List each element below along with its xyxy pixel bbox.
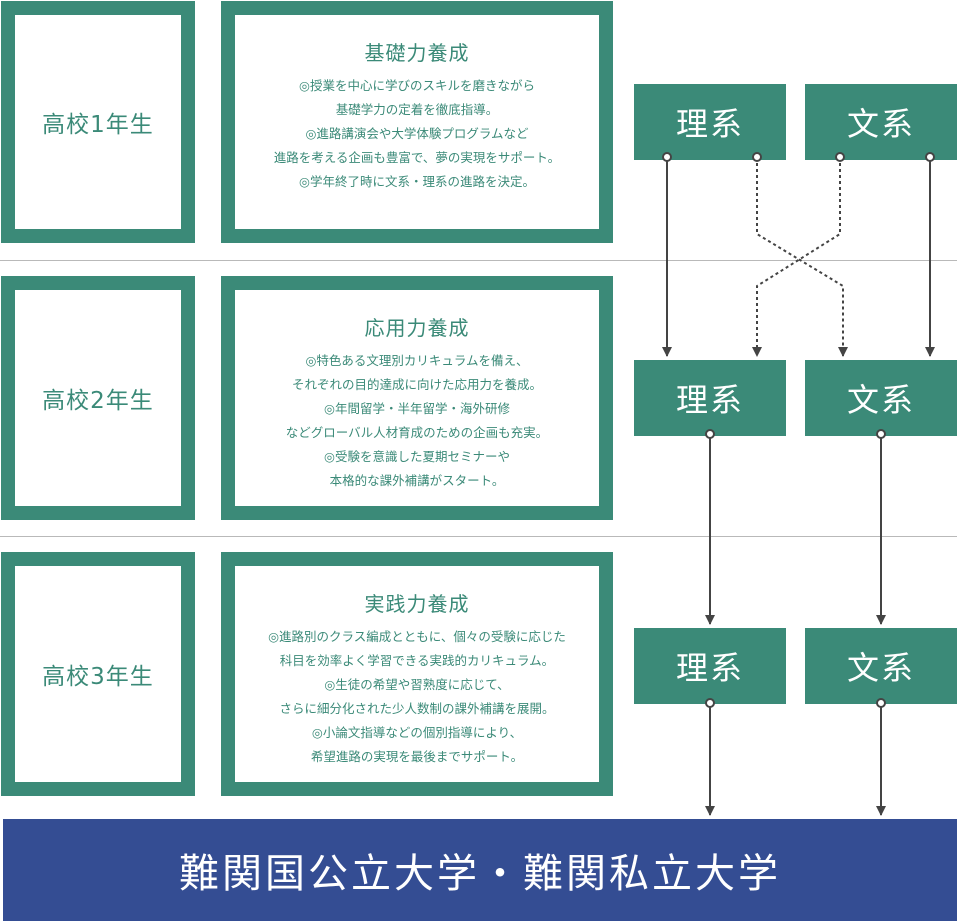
arrow-science-1-to-2: [662, 152, 672, 357]
description-line: ◎学年終了時に文系・理系の進路を決定。: [299, 174, 535, 189]
science-track-label: 理系: [675, 105, 744, 143]
arrow-humanities-to-goal: [876, 698, 886, 816]
description-line: ◎進路講演会や大学体験プログラムなど: [305, 126, 529, 141]
description-line: 希望進路の実現を最後までサポート。: [310, 749, 524, 764]
humanities-track-1: 文系: [805, 84, 957, 160]
description-line: ◎受験を意識した夏期セミナーや: [324, 449, 510, 464]
arrow-humanities-to-science-dotted: [752, 152, 845, 357]
description-line: ◎進路別のクラス編成とともに、個々の受験に応じた: [268, 629, 566, 644]
description-line: 科目を効率よく学習できる実践的カリキュラム。: [279, 653, 555, 668]
arrow-humanities-2-to-3: [876, 429, 886, 625]
arrow-science-2-to-3: [705, 429, 715, 625]
description-box-2: 応用力養成 ◎特色ある文理別カリキュラムを備え、 それぞれの目的達成に向けた応用…: [221, 276, 613, 520]
science-track-3: 理系: [634, 628, 786, 704]
arrow-humanities-1-to-2: [925, 152, 935, 357]
science-track-1: 理系: [634, 84, 786, 160]
science-track-2: 理系: [634, 360, 786, 436]
description-title: 実践力養成: [364, 592, 470, 616]
description-line: ◎小論文指導などの個別指導により、: [311, 725, 523, 740]
description-line: ◎生徒の希望や習熟度に応じて、: [324, 677, 510, 692]
humanities-track-label: 文系: [846, 105, 915, 143]
description-line: さらに細分化された少人数制の課外補講を展開。: [279, 701, 555, 716]
humanities-track-2: 文系: [805, 360, 957, 436]
year-box-1: 高校1年生: [1, 1, 195, 243]
year-label: 高校1年生: [42, 112, 154, 138]
year-label: 高校2年生: [42, 388, 154, 414]
description-line: ◎特色ある文理別カリキュラムを備え、: [305, 353, 529, 368]
description-line: ◎年間留学・半年留学・海外研修: [324, 401, 510, 416]
description-box-1: 基礎力養成 ◎授業を中心に学びのスキルを磨きながら 基礎学力の定着を徹底指導。 …: [221, 1, 613, 243]
arrow-science-to-goal: [705, 698, 715, 816]
description-box-3: 実践力養成 ◎進路別のクラス編成とともに、個々の受験に応じた 科目を効率よく学習…: [221, 552, 613, 796]
humanities-track-3: 文系: [805, 628, 957, 704]
description-title: 基礎力養成: [364, 41, 470, 65]
goal-text: 難関国公立大学・難関私立大学: [179, 851, 781, 897]
science-track-label: 理系: [675, 381, 744, 419]
divider-2: [0, 536, 957, 537]
description-line: 本格的な課外補講がスタート。: [329, 473, 505, 488]
year-label: 高校3年生: [42, 664, 154, 690]
description-text: ◎進路別のクラス編成とともに、個々の受験に応じた 科目を効率よく学習できる実践的…: [268, 625, 566, 769]
description-line: 基礎学力の定着を徹底指導。: [335, 102, 499, 117]
year-box-3: 高校3年生: [1, 552, 195, 796]
science-track-label: 理系: [675, 649, 744, 687]
humanities-track-label: 文系: [846, 381, 915, 419]
description-title: 応用力養成: [364, 316, 470, 340]
goal-banner: 難関国公立大学・難関私立大学: [3, 819, 957, 921]
arrow-science-to-humanities-dotted: [752, 152, 848, 357]
description-line: 進路を考える企画も豊富で、夢の実現をサポート。: [273, 150, 561, 165]
description-text: ◎特色ある文理別カリキュラムを備え、 それぞれの目的達成に向けた応用力を養成。 …: [286, 349, 548, 493]
year-box-2: 高校2年生: [1, 276, 195, 520]
description-text: ◎授業を中心に学びのスキルを磨きながら 基礎学力の定着を徹底指導。 ◎進路講演会…: [274, 74, 560, 194]
humanities-track-label: 文系: [846, 649, 915, 687]
description-line: それぞれの目的達成に向けた応用力を養成。: [291, 377, 542, 392]
description-line: などグローバル人材育成のための企画も充実。: [285, 425, 549, 440]
divider-1: [0, 260, 957, 261]
description-line: ◎授業を中心に学びのスキルを磨きながら: [299, 78, 535, 93]
